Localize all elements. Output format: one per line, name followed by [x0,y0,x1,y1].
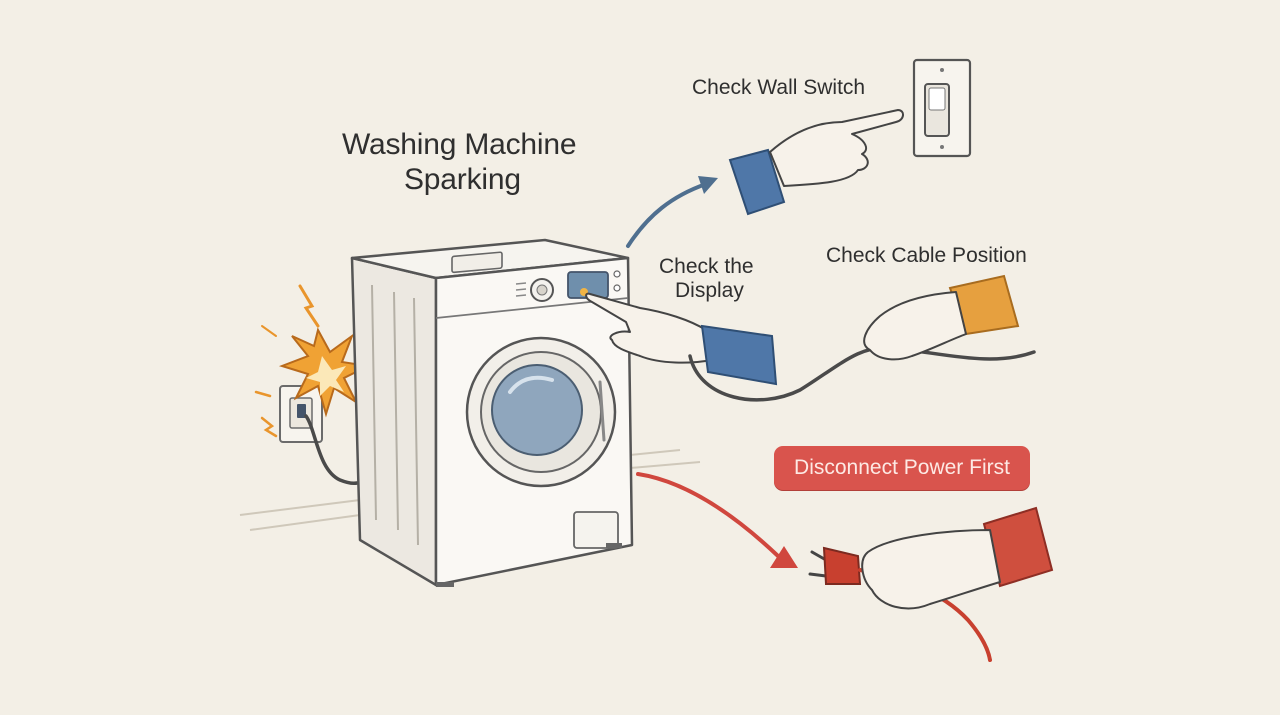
arrow-to-wall-switch [626,176,718,248]
label-check-cable-position: Check Cable Position [826,244,1027,267]
warning-text: Disconnect Power First [794,456,1010,479]
hand-display [585,292,778,386]
spark-burst [254,284,372,438]
arrow-to-plug [636,472,798,568]
hand-wall-switch [728,109,904,216]
washing-machine [350,238,634,587]
cable-line [688,345,1036,402]
label-display-line-2: Display [675,279,744,303]
hand-plug [808,506,1054,662]
machine-power-cord [304,414,362,486]
floor-sketch [239,449,701,531]
warning-badge: Disconnect Power First [774,446,1030,490]
label-display-line-1: Check the [659,255,754,278]
title-line-1: Washing Machine [342,128,577,161]
title-line-2: Sparking [404,162,521,196]
label-check-display: Check the Display [659,255,754,303]
hand-cable [863,274,1020,361]
wall-switch [912,58,972,158]
diagram-title: Washing Machine Sparking [342,128,577,197]
label-check-wall-switch: Check Wall Switch [692,76,866,99]
